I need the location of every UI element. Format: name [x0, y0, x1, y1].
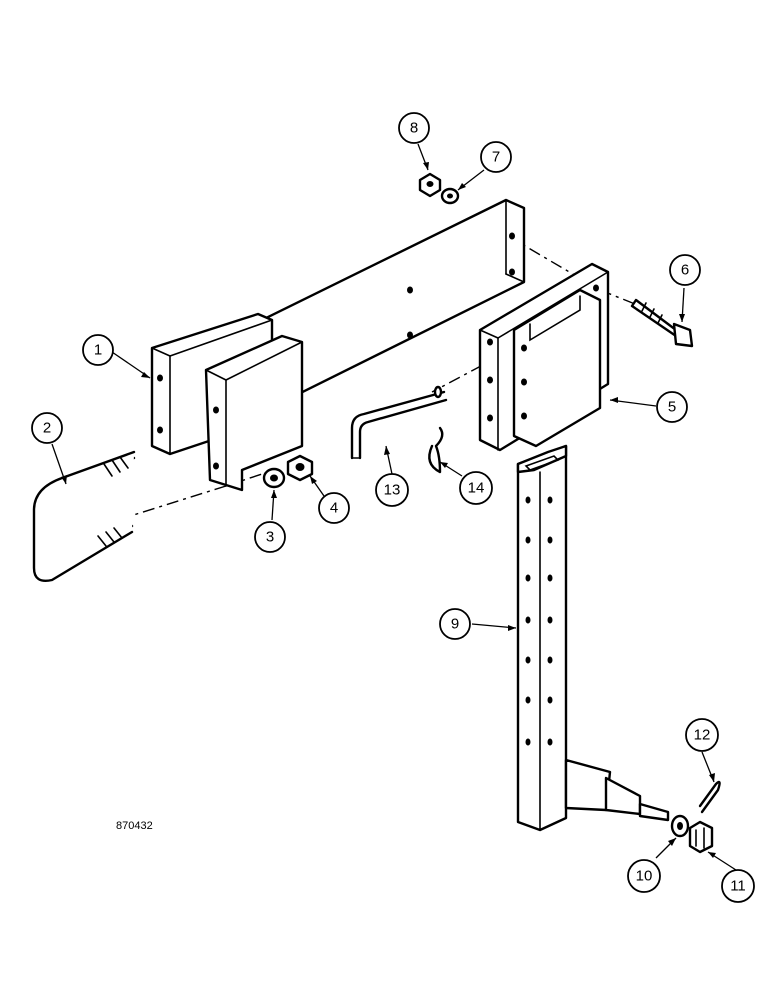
lock-washer [262, 467, 286, 489]
svg-text:9: 9 [451, 616, 459, 633]
svg-text:13: 13 [384, 482, 401, 499]
callout-13: 13 [375, 473, 409, 507]
callout-14: 14 [459, 471, 493, 505]
channel-bracket [478, 262, 610, 452]
castle-nut [688, 820, 714, 854]
svg-text:12: 12 [694, 727, 711, 744]
svg-text:6: 6 [681, 262, 689, 279]
figure-reference: 870432 [116, 820, 153, 832]
svg-text:10: 10 [636, 868, 653, 885]
svg-text:1: 1 [94, 342, 102, 359]
callout-8: 8 [398, 112, 430, 144]
callout-12: 12 [685, 718, 719, 752]
flat-washer [670, 814, 690, 838]
spindle-tube [516, 444, 670, 832]
svg-text:4: 4 [330, 500, 338, 517]
svg-text:11: 11 [730, 878, 746, 895]
callout-3: 3 [254, 521, 286, 553]
callout-2: 2 [31, 412, 63, 444]
mounting-bracket [150, 198, 526, 492]
callout-6: 6 [669, 254, 701, 286]
svg-text:2: 2 [43, 420, 51, 437]
u-bolt [32, 450, 136, 582]
callout-10: 10 [627, 859, 661, 893]
callout-9: 9 [439, 608, 471, 640]
bolt [630, 298, 694, 348]
svg-text:14: 14 [468, 480, 485, 497]
callout-5: 5 [656, 391, 688, 423]
callout-11: 11 [721, 869, 755, 903]
hex-nut [286, 454, 314, 482]
cotter-pin [698, 780, 721, 814]
callout-1: 1 [82, 334, 114, 366]
l-pin [350, 385, 448, 460]
callout-7: 7 [480, 141, 512, 173]
hair-pin-clip [428, 426, 444, 474]
leader-lines [51, 143, 737, 871]
svg-text:5: 5 [668, 399, 676, 416]
top-lock-washer [440, 187, 460, 205]
callout-4: 4 [318, 492, 350, 524]
svg-text:7: 7 [492, 149, 500, 166]
svg-text:8: 8 [410, 120, 418, 137]
top-hex-nut [418, 172, 442, 198]
svg-text:3: 3 [266, 529, 274, 546]
